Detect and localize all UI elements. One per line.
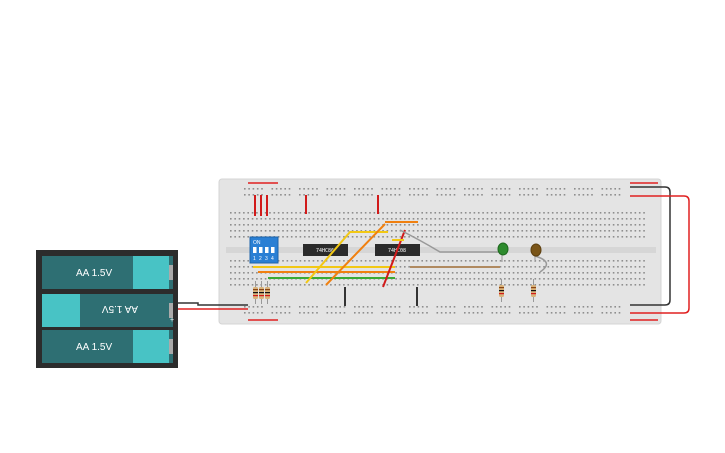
led-green[interactable]	[497, 242, 509, 262]
wires	[253, 221, 548, 288]
resistor-2[interactable]	[259, 281, 264, 304]
dip-switch[interactable]: ON 1 2 3 4	[249, 236, 279, 264]
resistor-3[interactable]	[265, 281, 270, 304]
dip-pos-3: 3	[265, 256, 268, 262]
power-wires	[178, 186, 690, 314]
gray-wire-2[interactable]	[534, 255, 548, 273]
cell-1-cap	[133, 256, 169, 289]
dip-on-label: ON	[253, 240, 261, 246]
battery-plus-sign: +	[170, 317, 174, 324]
dip-pos-4: 4	[271, 256, 274, 262]
dip-toggle-2[interactable]	[259, 247, 263, 253]
rail-jumpers	[254, 195, 418, 306]
gray-wire-1[interactable]	[399, 229, 500, 253]
chip-74hc86[interactable]: 74HC86	[303, 244, 348, 256]
resistors	[253, 279, 536, 304]
breadboard-holes	[230, 188, 645, 314]
cell-3-terminal	[169, 339, 173, 354]
dip-toggle-1[interactable]	[253, 247, 257, 253]
chip-u1-label: 74HC86	[316, 248, 334, 254]
yellow-wire-2[interactable]	[305, 231, 388, 284]
cell-2-terminal	[169, 303, 173, 318]
cell-1-terminal	[169, 265, 173, 280]
resistor-5[interactable]	[531, 279, 536, 302]
dip-toggle-3[interactable]	[265, 247, 269, 253]
orange-wire-2[interactable]	[325, 223, 386, 286]
cell-3-cap	[133, 330, 169, 363]
dip-switch-body	[249, 236, 279, 264]
cell-2-cap	[42, 294, 80, 327]
battery-negative-wire[interactable]	[178, 302, 248, 306]
led-brown-dome	[530, 243, 542, 257]
led-brown[interactable]	[530, 243, 542, 262]
center-channel	[226, 247, 656, 253]
cell-1-label: AA 1.5V	[76, 268, 112, 279]
battery-cell-1: AA 1.5V	[42, 256, 173, 289]
cell-2-label: AA 1.5V	[102, 303, 138, 314]
led-green-dome	[497, 242, 509, 256]
battery-cell-3: AA 1.5V	[42, 330, 173, 363]
resistor-1[interactable]	[253, 281, 258, 304]
battery-pack[interactable]: AA 1.5V AA 1.5V + AA 1.5V	[36, 250, 178, 368]
dip-pos-2: 2	[259, 256, 262, 262]
right-red-loop-wire[interactable]	[630, 195, 690, 314]
cell-3-label: AA 1.5V	[76, 342, 112, 353]
resistor-4[interactable]	[499, 279, 504, 302]
dip-pos-1: 1	[253, 256, 256, 262]
battery-cell-2: AA 1.5V +	[42, 294, 174, 327]
right-black-loop-wire[interactable]	[630, 186, 671, 306]
dip-toggle-4[interactable]	[271, 247, 275, 253]
